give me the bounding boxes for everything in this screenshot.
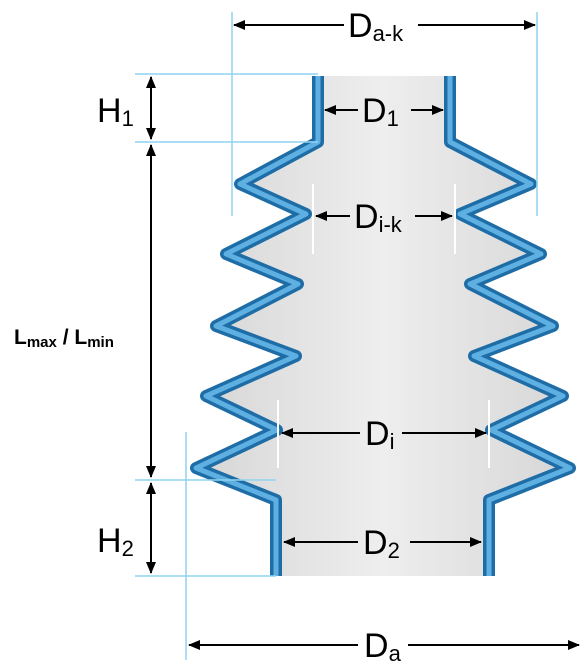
h1-label-sub: 1 — [122, 106, 134, 131]
extension-lines — [135, 12, 538, 660]
dimension-d1: D1 — [324, 92, 444, 131]
svg-text:Di: Di — [365, 415, 394, 454]
svg-text:D1: D1 — [362, 92, 399, 131]
h2-label-main: H — [97, 522, 122, 560]
dimension-di-k: Di-k — [315, 198, 453, 237]
bellows-left-wall — [190, 76, 324, 576]
svg-text:Lmax / Lmin: Lmax / Lmin — [14, 326, 114, 351]
dimension-da: Da — [188, 627, 580, 663]
length-label-l2: L — [74, 326, 87, 349]
dimension-d2: D2 — [283, 524, 482, 563]
dimension-h1: H1 — [97, 76, 156, 140]
dimension-da-k: Da-k — [233, 7, 536, 46]
dimension-h2: H2 — [97, 482, 156, 574]
length-label-s1: max — [27, 334, 58, 351]
dimension-di: Di — [281, 415, 487, 454]
svg-text:Da-k: Da-k — [348, 7, 404, 46]
d2-label-sub: 2 — [388, 538, 400, 563]
da-label-sub: a — [389, 641, 402, 663]
di-k-label-main: D — [354, 198, 379, 236]
length-label-sep: / — [57, 326, 75, 349]
di-k-label-sub: i-k — [379, 212, 403, 237]
bellows-right-wall — [444, 76, 576, 576]
h2-label-sub: 2 — [122, 536, 134, 561]
da-label-main: D — [364, 627, 389, 663]
d1-label-sub: 1 — [387, 106, 399, 131]
svg-text:Da: Da — [364, 627, 402, 663]
bellows-body — [196, 76, 570, 576]
svg-text:Di-k: Di-k — [354, 198, 403, 237]
reference-ticks — [277, 184, 490, 468]
da-k-label-sub: a-k — [373, 21, 405, 46]
dimension-length: Lmax / Lmin — [14, 144, 156, 478]
svg-text:H1: H1 — [97, 92, 134, 131]
length-label-l1: L — [14, 326, 27, 349]
d1-label-main: D — [362, 92, 387, 130]
da-k-label-main: D — [348, 7, 373, 45]
svg-text:H2: H2 — [97, 522, 134, 561]
di-label-sub: i — [390, 429, 395, 454]
di-label-main: D — [365, 415, 390, 453]
h1-label-main: H — [97, 92, 122, 130]
length-label-s2: min — [87, 334, 114, 351]
d2-label-main: D — [363, 524, 388, 562]
svg-text:D2: D2 — [363, 524, 400, 563]
